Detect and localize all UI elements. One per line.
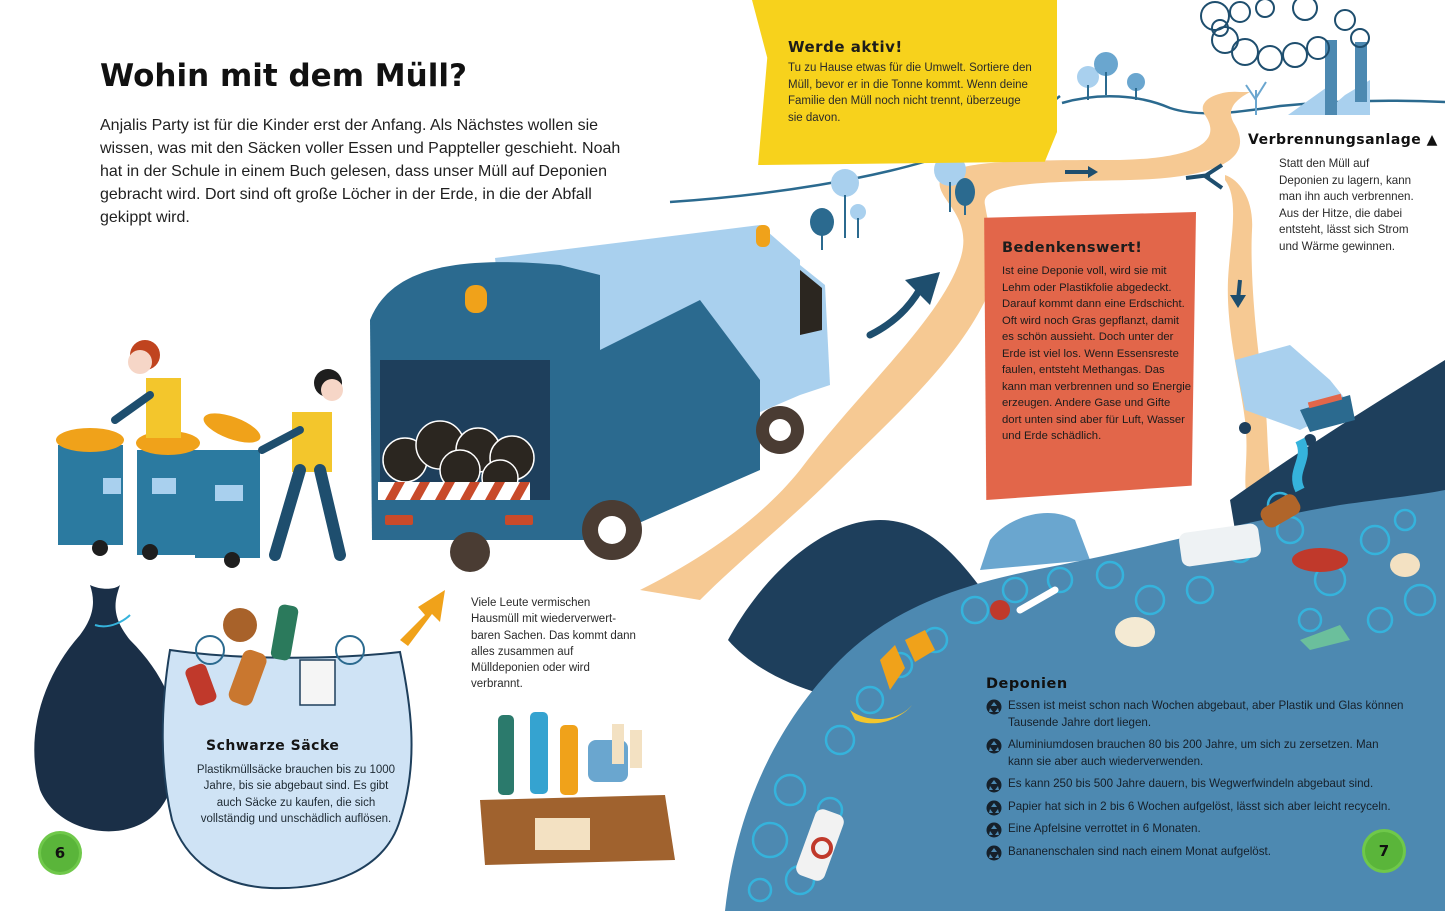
trees-hill: [1077, 52, 1267, 115]
bottle-illustration: [796, 809, 844, 881]
banana-illustration: [850, 705, 912, 724]
landfill-facts-list: Essen ist meist schon nach Wochen abgeba…: [986, 698, 1406, 866]
incinerator-factory: [1288, 40, 1370, 115]
garbage-truck-illustration: [370, 225, 830, 572]
worker-left: [111, 340, 181, 438]
werde-aktiv-box: Werde aktiv! Tu zu Hause etwas für die U…: [752, 0, 1057, 165]
recycling-box-illustration: [480, 712, 675, 865]
intro-paragraph: Anjalis Party ist für die Kinder erst de…: [100, 117, 621, 226]
sack-title: Schwarze Säcke: [206, 738, 340, 754]
landfill-fact: Es kann 250 bis 500 Jahre dauern, bis We…: [986, 776, 1406, 793]
incinerator-title: Verbrennungsanlage ▲: [1248, 132, 1438, 148]
brush-illustration: [1292, 548, 1348, 572]
road-right: [1225, 175, 1275, 500]
landfill-fact: Papier hat sich in 2 bis 6 Wochen aufgel…: [986, 799, 1406, 815]
bone-illustration: [1016, 586, 1059, 614]
sack-text: Plastikmüllsäcke brauchen bis zu 1000 Ja…: [196, 764, 396, 826]
page-number-right: 7: [1365, 832, 1403, 870]
bread-illustration: [1260, 494, 1301, 528]
landfill-title: Deponien: [986, 676, 1068, 692]
landfill-fact: Bananenschalen sind nach einem Monat auf…: [986, 844, 1406, 860]
apple-core: [990, 600, 1010, 620]
small-truck-illustration: [1235, 345, 1355, 493]
bedenkenswert-box: Bedenkenswert! Ist eine Deponie voll, wi…: [984, 212, 1196, 500]
beacon-light: [465, 285, 487, 313]
sack-contents: [185, 604, 365, 706]
bedenkenswert-title: Bedenkenswert!: [1002, 240, 1143, 256]
orange-arrow-illustration: [400, 590, 445, 646]
page-title: Wohin mit dem Müll?: [100, 58, 467, 94]
mixing-caption: Viele Leute vermischen Hausmüll mit wied…: [471, 597, 636, 691]
landfill-fact: Essen ist meist schon nach Wochen abgeba…: [986, 698, 1406, 731]
road: [640, 91, 1250, 601]
incinerator-text: Statt den Müll auf Deponien zu lagern, k…: [1279, 157, 1414, 253]
landfill-fact: Aluminiumdosen brauchen 80 bis 200 Jahre…: [986, 737, 1406, 770]
blue-sack-illustration: [161, 648, 413, 890]
recycle-icon: [986, 777, 1002, 793]
recycle-icon: [986, 699, 1002, 715]
road-arrow-head: [905, 272, 940, 305]
worker-right: [258, 369, 346, 561]
landfill-main: [725, 490, 1445, 911]
ball-illustration: [1115, 617, 1155, 647]
plastic-bottle-large: [1179, 523, 1261, 567]
landfill-fact: Eine Apfelsine verrottet in 6 Monaten.: [986, 821, 1406, 838]
werde-aktiv-title: Werde aktiv!: [788, 38, 903, 56]
recycle-icon: [986, 822, 1002, 838]
bedenkenswert-text: Ist eine Deponie voll, wird sie mit Lehm…: [1002, 265, 1192, 442]
recycle-icon: [986, 800, 1002, 815]
trees-left: [810, 154, 975, 250]
hill-line: [1061, 95, 1445, 115]
landfill-light-heap: [980, 512, 1090, 570]
recycle-icon: [986, 738, 1002, 754]
waste-bins-illustration: [56, 413, 261, 568]
werde-aktiv-text: Tu zu Hause etwas für die Umwelt. Sortie…: [788, 62, 1032, 124]
black-sack-illustration: [34, 585, 178, 832]
recycle-icon: [986, 845, 1002, 860]
smoke-scribbles: [1200, 0, 1370, 71]
fish-bottle: [1300, 625, 1350, 650]
page-number-left: 6: [41, 834, 79, 872]
leaf-illustration: [880, 645, 905, 690]
